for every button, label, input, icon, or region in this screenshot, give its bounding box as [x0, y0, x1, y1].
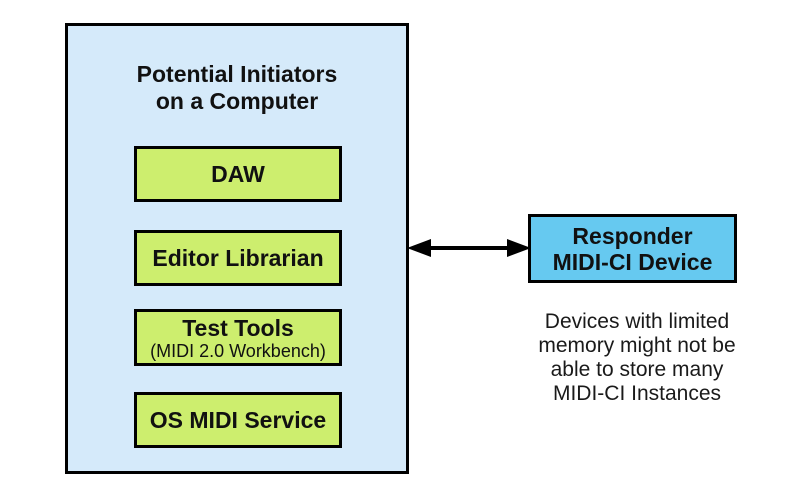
box-os-midi-service-label: OS MIDI Service [149, 407, 327, 433]
box-editor-librarian-label: Editor Librarian [152, 245, 324, 271]
box-editor-librarian: Editor Librarian [134, 230, 342, 286]
bidirectional-arrow-connector [407, 239, 531, 257]
box-daw-label: DAW [211, 161, 265, 187]
box-test-tools-label: Test Tools [182, 314, 294, 341]
responder-caption-line2: memory might not be [538, 334, 736, 357]
responder-caption: Devices with limited memory might not be… [510, 310, 764, 406]
initiators-title: Potential Initiators on a Computer [68, 61, 406, 115]
box-test-tools-sublabel: (MIDI 2.0 Workbench) [150, 340, 326, 361]
initiators-container: Potential Initiators on a Computer DAW E… [65, 23, 409, 474]
responder-caption-line3: able to store many [550, 358, 724, 381]
responder-label-line2: MIDI-CI Device [552, 248, 713, 275]
box-daw: DAW [134, 146, 342, 202]
initiators-title-line2: on a Computer [155, 88, 319, 114]
responder-caption-line1: Devices with limited [544, 310, 730, 333]
initiators-title-line1: Potential Initiators [136, 61, 338, 87]
responder-box: Responder MIDI-CI Device [528, 214, 737, 283]
responder-label-line1: Responder [572, 222, 693, 249]
box-test-tools: Test Tools (MIDI 2.0 Workbench) [134, 309, 342, 366]
responder-caption-line4: MIDI-CI Instances [552, 382, 722, 405]
box-os-midi-service: OS MIDI Service [134, 392, 342, 448]
